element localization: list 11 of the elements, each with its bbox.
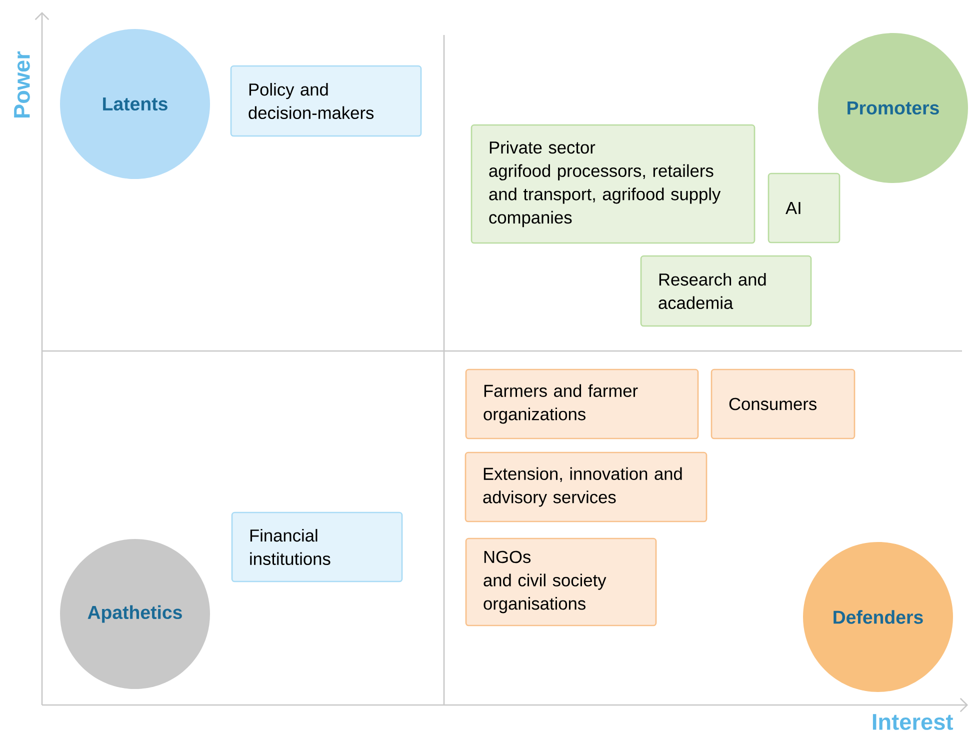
stakeholder-box: Financial institutions [231, 512, 403, 582]
axis-label: Power [14, 51, 30, 118]
axis-label: Interest [872, 714, 954, 730]
stakeholder-box: Research and academia [640, 255, 812, 327]
stakeholder-box: Farmers and farmer organizations [465, 368, 699, 440]
stakeholder-box: NGOs and civil society organisations [465, 538, 657, 626]
stakeholder-box: Extension, innovation and advisory services [464, 452, 708, 522]
stakeholder-box: AI [768, 172, 840, 244]
stakeholder-box: Consumers [710, 368, 856, 440]
stakeholder-box: Policy and decision-makers [230, 65, 422, 137]
stakeholder-box: Private sector agrifood processors, retailers and transport, agrifood supply companies [470, 124, 756, 244]
